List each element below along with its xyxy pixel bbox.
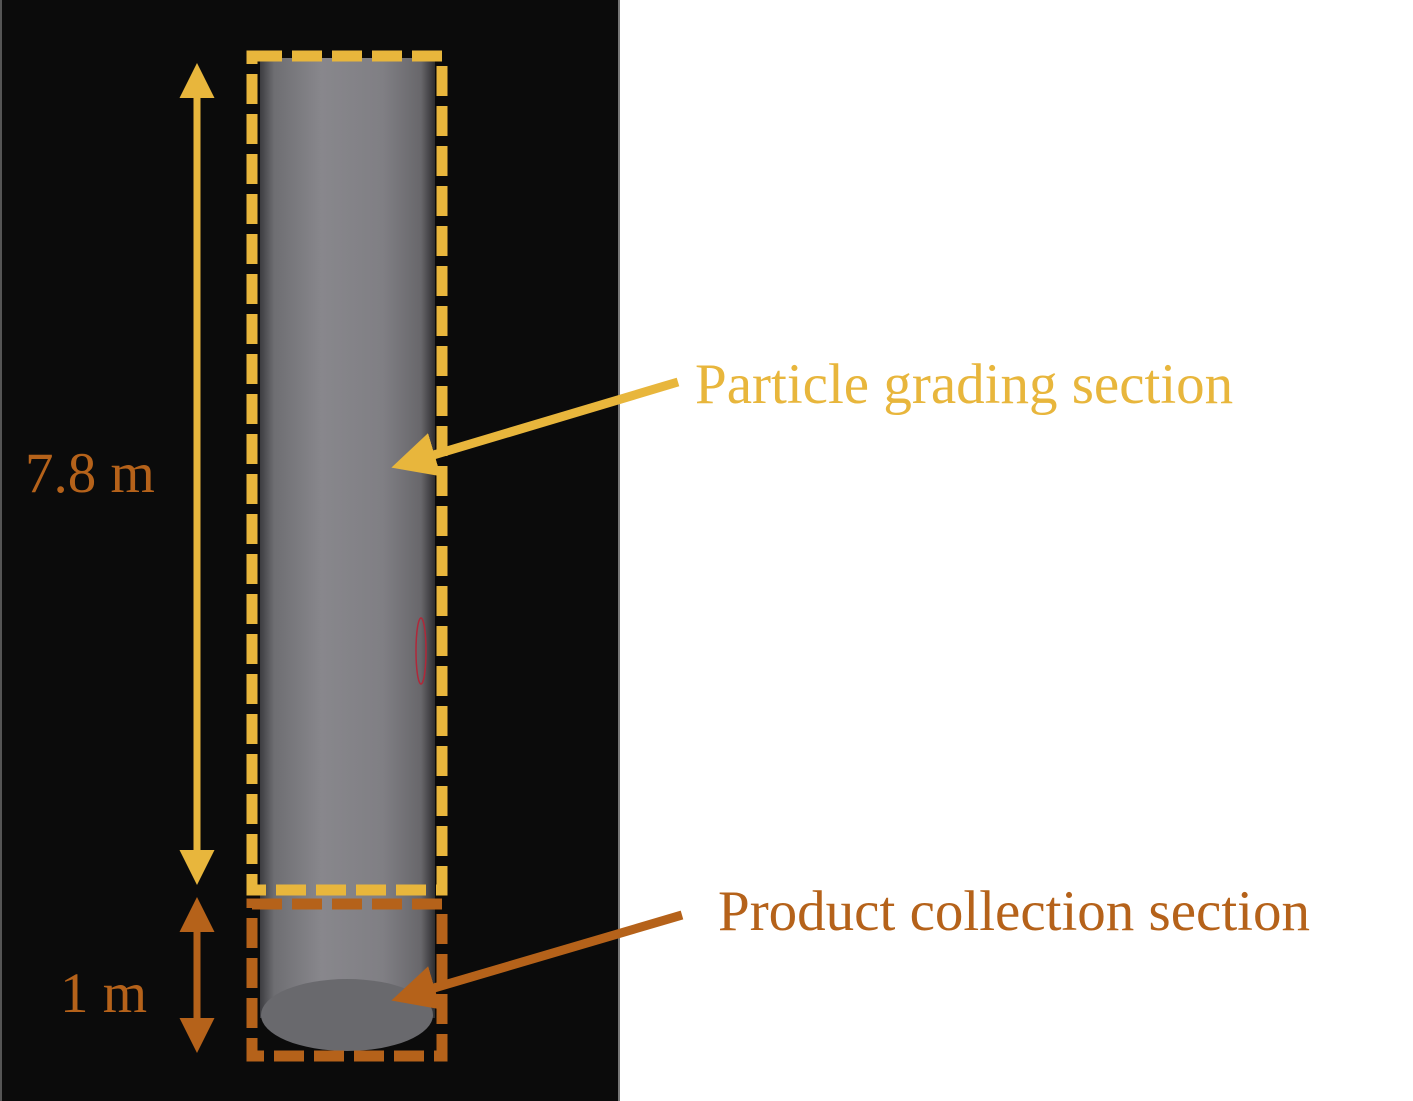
cylinder-body [260,58,435,1018]
collection-frame [246,898,448,1062]
cylinder-bottom-cap [261,979,433,1051]
dimension-label-grading: 7.8 m [25,442,155,505]
red-probe-marker [415,617,427,685]
product-collection-section-label: Product collection section [718,880,1311,943]
pointer-arrow-grading [391,377,680,477]
grading-frame [246,50,448,896]
pointer-arrow-collection [391,910,684,1010]
particle-grading-section-label: Particle grading section [695,353,1234,416]
dimension-label-collection: 1 m [60,962,148,1025]
